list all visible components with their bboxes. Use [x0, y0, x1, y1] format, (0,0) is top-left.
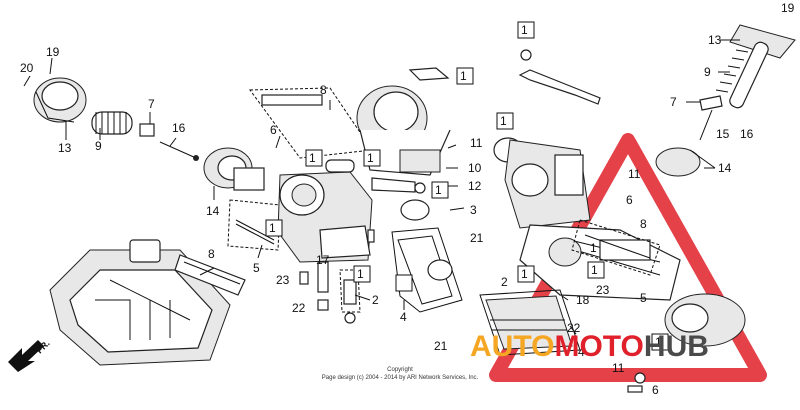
watermark-auto: AUTO: [470, 330, 554, 363]
callout-number: 14: [718, 161, 732, 175]
right-bottom-parts: [627, 293, 746, 393]
callout-number: 11: [628, 167, 641, 181]
float-chamber-right: [479, 289, 581, 356]
callout-number: 11: [470, 136, 483, 150]
callout-number: 4: [578, 345, 585, 359]
callout-number: 5: [253, 261, 260, 275]
callout-number: 7: [148, 97, 155, 111]
left-rod-assembly: [227, 199, 281, 251]
callout-number: 1: [521, 23, 528, 37]
callout-number: 6: [270, 123, 277, 137]
callout-number: 10: [468, 161, 482, 175]
callout-number: 13: [58, 141, 72, 155]
callout-number: 1: [655, 335, 662, 349]
callout-number: 2: [501, 275, 508, 289]
intake-tray: [49, 239, 246, 366]
callout-number: 1: [590, 241, 597, 255]
callout-number: 21: [434, 339, 448, 353]
callout-number: 1: [269, 221, 276, 235]
callout-number: 12: [468, 179, 482, 193]
callout-number: 1: [500, 114, 507, 128]
callout-number: 9: [704, 65, 711, 79]
callout-number: 8: [208, 247, 215, 261]
svg-text:AUTOMOTOHUB: AUTOMOTOHUB: [470, 330, 709, 363]
watermark-moto: MOTO: [554, 330, 643, 363]
callout-number: 8: [640, 217, 647, 231]
callout-number: 1: [309, 151, 316, 165]
callout-number: 1: [367, 151, 374, 165]
callout-number: 20: [20, 61, 34, 75]
callout-number: 23: [276, 273, 290, 287]
callout-number: 23: [596, 283, 610, 297]
callout-number: 11: [612, 361, 625, 375]
right-rod-assembly: [571, 219, 661, 276]
reference-boxes: [265, 21, 669, 351]
callout-number: 1: [460, 69, 467, 83]
watermark-logo: AUTOMOTOHUB: [470, 330, 709, 363]
callout-number: 9: [95, 139, 102, 153]
callout-number: 16: [172, 121, 186, 135]
copyright-notice: Copyright Page design (c) 2004 - 2014 by…: [300, 366, 500, 382]
callout-number: 1: [435, 183, 442, 197]
callout-number: 19: [781, 1, 795, 15]
callout-number: 17: [316, 253, 330, 267]
callout-number: 22: [567, 321, 581, 335]
carburetor-body-right: [493, 49, 601, 229]
callout-number: 2: [372, 293, 379, 307]
front-direction-arrow: FR.: [8, 338, 52, 372]
leader-lines: [23, 39, 740, 335]
callout-number: 14: [206, 204, 220, 218]
callout-number: 8: [320, 83, 327, 97]
callout-number: 6: [626, 193, 633, 207]
callout-number: 4: [400, 310, 407, 324]
callout-number: 19: [46, 45, 60, 59]
callout-number: 22: [292, 301, 306, 315]
jet-parts-center: [299, 229, 375, 324]
callout-number: 7: [670, 95, 677, 109]
callout-number: 13: [708, 33, 722, 47]
callout-number: 1: [521, 267, 528, 281]
callout-number: 3: [470, 203, 477, 217]
float-chamber-gasket: [391, 227, 463, 313]
carburetor-body-upper: [249, 67, 451, 176]
callout-number: 5: [640, 291, 647, 305]
callout-number: 15: [716, 127, 730, 141]
callout-number: 18: [576, 293, 590, 307]
fr-label: FR.: [34, 338, 51, 355]
right-cap-assembly: [655, 24, 796, 177]
copyright-line-2: Page design (c) 2004 - 2014 by ARI Netwo…: [321, 375, 479, 381]
callout-number: 21: [470, 231, 484, 245]
left-cap-assembly: [33, 77, 265, 191]
callout-number: 1: [357, 267, 364, 281]
copyright-line-1: Copyright: [387, 367, 413, 373]
callout-number: 1: [591, 263, 598, 277]
watermark-hub: HUB: [644, 330, 709, 363]
callout-number: 6: [652, 383, 659, 397]
callout-number: 16: [740, 127, 754, 141]
carburetor-body-lower: [277, 159, 430, 263]
